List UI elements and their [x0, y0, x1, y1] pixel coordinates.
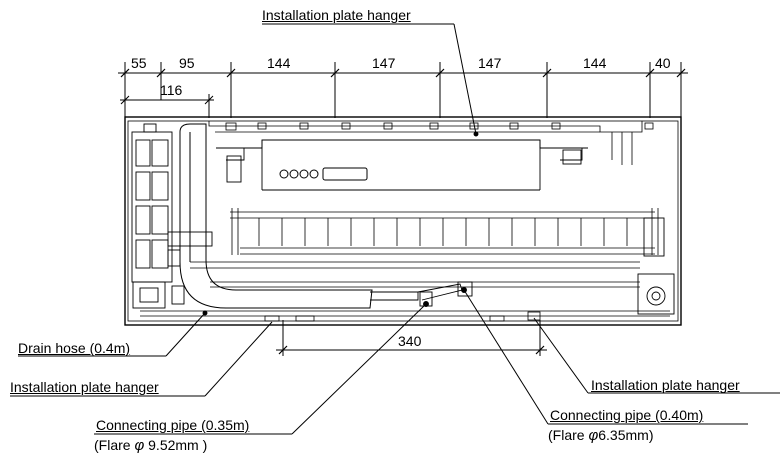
heat-exchanger-fins: [230, 132, 659, 255]
flare-right-prefix: (Flare: [548, 427, 585, 443]
left-bottom-fittings: [132, 281, 208, 316]
second-dimension-line: [120, 95, 214, 105]
label-flare-left: (Flare φ 9.52mm ): [94, 437, 207, 454]
top-dimension-line: [118, 68, 688, 78]
dimension-95: 95: [179, 55, 195, 71]
drain-hose: [179, 123, 373, 309]
label-drain-hose: Drain hose (0.4m): [18, 340, 131, 356]
flare-right-value: 6.35mm): [598, 427, 654, 443]
connecting-pipes: [370, 281, 473, 307]
phi-symbol-left: φ: [134, 437, 145, 454]
unit-body-outline: [124, 116, 682, 326]
dimension-147-right: 147: [478, 55, 502, 71]
top-back-rail: [208, 121, 654, 133]
dimension-116: 116: [160, 82, 183, 98]
label-installation-plate-hanger-bottom-right: Installation plate hanger: [591, 377, 740, 393]
flare-left-value: 9.52mm ): [144, 437, 208, 453]
dimension-40: 40: [655, 55, 671, 71]
flare-left-prefix: (Flare: [94, 437, 131, 453]
label-installation-plate-hanger-top: Installation plate hanger: [262, 7, 411, 23]
indicator-panel: [279, 167, 368, 181]
top-dimension-extension-lines: [124, 62, 682, 118]
label-flare-right: (Flare φ6.35mm): [548, 427, 653, 444]
label-connecting-pipe-left: Connecting pipe (0.35m): [96, 417, 250, 433]
left-pipe-storage-area: [131, 123, 213, 283]
right-side-fittings: [637, 217, 675, 315]
dimension-147-left: 147: [372, 55, 396, 71]
phi-symbol-right: φ: [588, 427, 599, 444]
dimension-144-left: 144: [267, 55, 291, 71]
leader-lines: [10, 23, 780, 435]
label-installation-plate-hanger-bottom-left: Installation plate hanger: [10, 379, 159, 395]
dimension-340: 340: [398, 333, 422, 349]
label-connecting-pipe-right: Connecting pipe (0.40m): [550, 407, 704, 423]
bottom-base-rails: [140, 261, 670, 322]
dimension-55: 55: [131, 55, 147, 71]
installation-plate-hanger-top: [216, 131, 588, 191]
dimension-144-right: 144: [583, 55, 607, 71]
